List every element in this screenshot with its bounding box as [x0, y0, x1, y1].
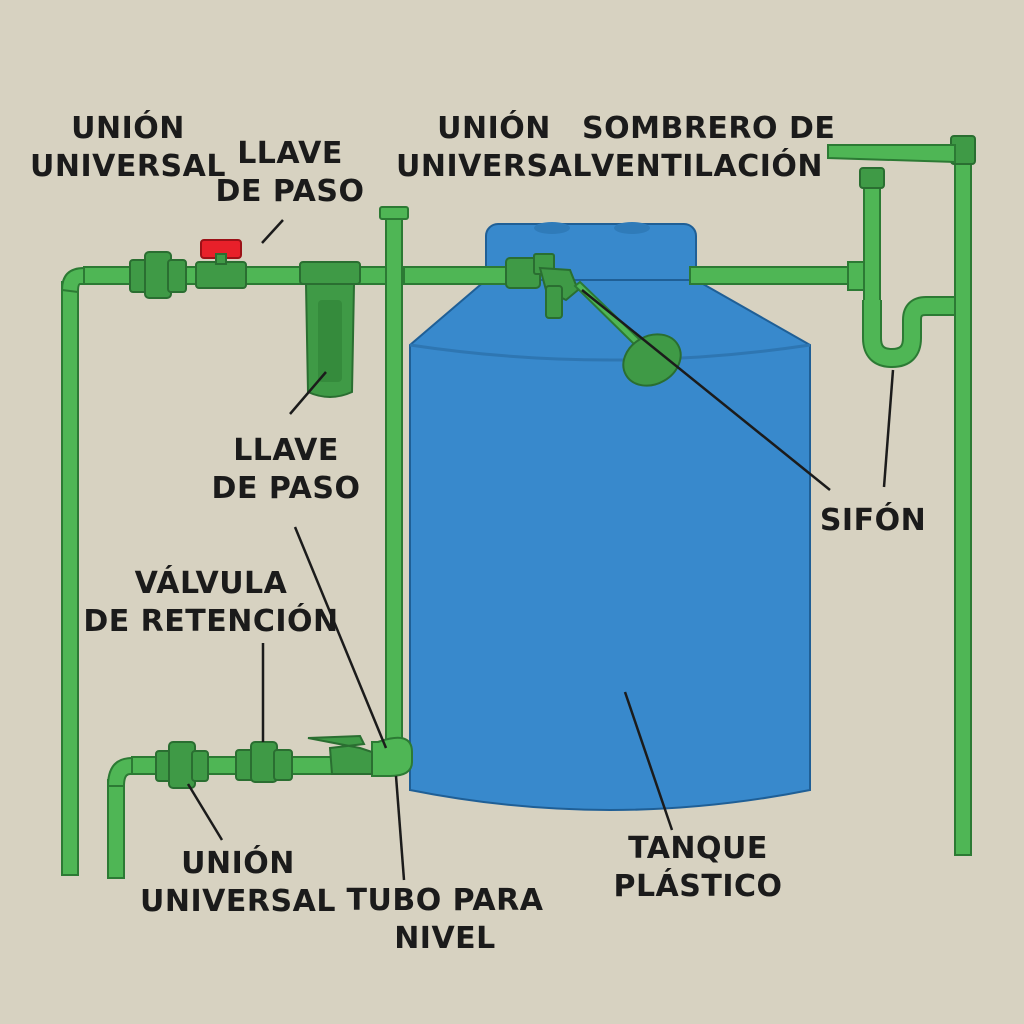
label-line: DE PASO: [215, 174, 365, 209]
label-line: TANQUE: [628, 831, 768, 866]
bottom-fittings: [155, 734, 373, 789]
vent-line-pipe: [689, 266, 861, 285]
label-union-top-center: UNIÓN UNIVERSAL: [394, 110, 594, 186]
union-top-left: [129, 251, 187, 299]
label-line: SOMBRERO DE: [582, 111, 836, 146]
float-ball: [622, 333, 682, 387]
label-tubo: TUBO PARA NIVEL: [340, 882, 550, 958]
float-valve-icon: [538, 266, 580, 302]
bottom-elbow-right: [371, 736, 413, 777]
label-line: UNIÓN: [181, 846, 295, 881]
label-line: UNIVERSAL: [30, 149, 226, 184]
label-union-bottom: UNIÓN UNIVERSAL: [138, 845, 338, 921]
label-line: UNIÓN: [71, 111, 185, 146]
level-tube: [385, 211, 403, 768]
label-line: DE RETENCIÓN: [83, 604, 339, 639]
right-vertical-pipe: [954, 149, 972, 856]
tank-shoulder: [409, 343, 811, 362]
label-line: LLAVE: [237, 136, 343, 171]
tank-body: [409, 279, 811, 811]
lid-detail: [534, 222, 570, 234]
leader-lines: [186, 219, 895, 881]
gate-valve-icon: [195, 261, 247, 289]
lid-detail: [614, 222, 650, 234]
vent-cap-icon: [827, 144, 956, 164]
label-line: PLÁSTICO: [613, 869, 783, 904]
tee: [847, 261, 865, 291]
faucet-icon: [307, 734, 373, 775]
label-tanque: TANQUE PLÁSTICO: [598, 830, 798, 906]
label-line: TUBO PARA: [346, 883, 544, 918]
label-line: UNIÓN: [437, 111, 551, 146]
siphon-icon: [864, 298, 955, 367]
label-line: SIFÓN: [819, 503, 927, 538]
bottom-left-pipe: [107, 779, 125, 879]
label-valvula: VÁLVULA DE RETENCIÓN: [80, 565, 342, 641]
label-line: UNIVERSAL: [140, 884, 336, 919]
label-llave-top: LLAVE DE PASO: [200, 135, 380, 211]
label-line: NIVEL: [394, 921, 496, 956]
label-llave-mid: LLAVE DE PASO: [196, 432, 376, 508]
gate-valve-top: [195, 239, 247, 289]
label-line: UNIVERSAL: [396, 149, 592, 184]
label-sombrero: SOMBRERO DE VENTILACIÓN: [582, 110, 836, 186]
label-union-top-left: UNIÓN UNIVERSAL: [28, 110, 228, 186]
label-line: VENTILACIÓN: [590, 149, 824, 184]
level-tube-cap: [379, 206, 409, 220]
label-line: DE PASO: [211, 471, 361, 506]
vent-riser: [863, 179, 881, 303]
left-vertical-pipe: [61, 281, 79, 876]
label-line: VÁLVULA: [134, 566, 288, 601]
filter: [299, 261, 361, 398]
label-line: LLAVE: [233, 433, 339, 468]
label-sifon: SIFÓN: [808, 502, 938, 540]
vent-coupling: [859, 167, 885, 189]
